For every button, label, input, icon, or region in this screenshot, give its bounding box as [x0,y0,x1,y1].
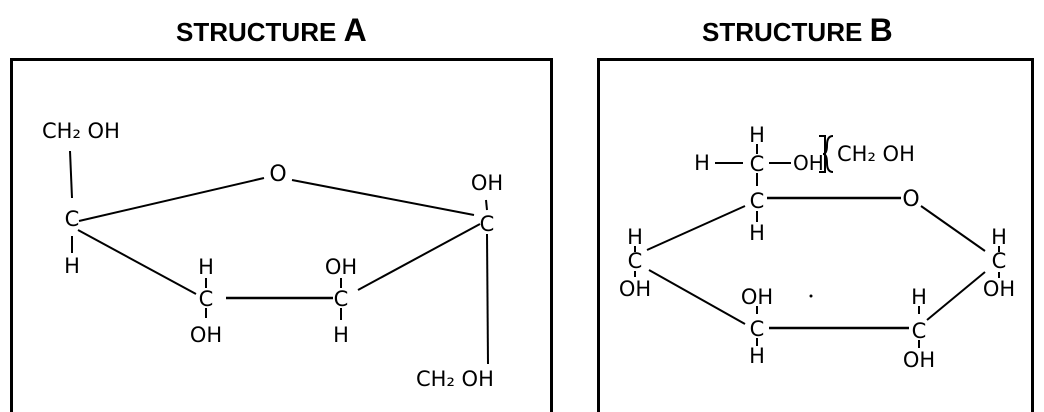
label-c5: C [750,189,765,213]
label-h-c2: H [911,285,927,309]
structure-b-title-letter: B [869,12,893,48]
structure-a-diagram: CH₂ OH C H O OH C H C OH OH C H CH₂ OH [10,58,553,412]
structure-a-panel: CH₂ OH C H O OH C H C OH OH C H CH₂ OH [10,58,553,412]
bond-oh-c-right [485,199,488,211]
bond-c-right-ch2oh [486,233,489,365]
structure-b-title: STRUCTURE B [702,12,893,49]
label-oh-c4: OH [325,255,357,279]
label-oh-c3: OH [741,285,773,309]
label-c-left: C [65,207,80,231]
label-h-side: H [694,151,710,175]
label-h-c3: H [749,344,765,368]
label-c-c4: C [334,287,349,311]
label-c2: C [912,319,927,343]
structure-b-frame [597,58,1034,412]
bond-c4-c3 [648,269,746,325]
label-h-c3: H [198,255,214,279]
bond-c-left-c3 [77,229,197,295]
label-h-c4: H [333,323,349,347]
label-c1: C [992,249,1007,273]
structure-a-frame [10,58,553,412]
bond-c2-c1 [926,271,986,321]
structure-a-title: STRUCTURE A [176,12,367,49]
label-h-left: H [64,254,80,278]
label-oh-side: OH [793,151,824,175]
bond-o-c1 [920,205,986,252]
label-oh-c2: OH [903,348,935,372]
label-ch2oh-top: CH₂ OH [42,119,120,143]
label-h-top: H [749,123,765,147]
label-c-c3: C [199,287,214,311]
label-c4: C [628,249,643,273]
label-ch2oh-b: CH₂ OH [837,142,915,166]
label-oh-c4: OH [619,277,651,301]
label-c3: C [750,317,765,341]
label-oh-right: OH [471,171,503,195]
bond-c4-c-right [357,223,481,291]
ch2oh-brace [822,135,834,173]
structure-a-title-prefix: STRUCTURE [176,17,344,47]
label-oh-c3: OH [190,323,222,347]
label-h-c4-top: H [627,225,643,249]
label-o-ring: O [269,162,286,187]
structure-a-title-letter: A [343,12,367,48]
structure-b-title-prefix: STRUCTURE [702,17,870,47]
label-o-ring-b: O [902,187,919,212]
bond-o-c-right [291,179,475,216]
bond-c5-c4 [646,205,746,251]
label-h-c1-top: H [991,225,1007,249]
label-oh-c1: OH [983,277,1015,301]
label-c-right: C [480,212,495,236]
bond-c-left-o [78,177,265,222]
stray-dot [809,294,813,298]
bond-ch2oh-c-left [69,150,73,199]
label-h-c5: H [749,221,765,245]
structure-b-panel: H H C OH CH₂ OH C H O H C OH H C OH OH C… [597,58,1034,412]
label-ch2oh-bottom: CH₂ OH [416,367,494,391]
label-c-side: C [750,152,765,176]
structure-b-diagram: H H C OH CH₂ OH C H O H C OH H C OH OH C… [597,58,1034,412]
